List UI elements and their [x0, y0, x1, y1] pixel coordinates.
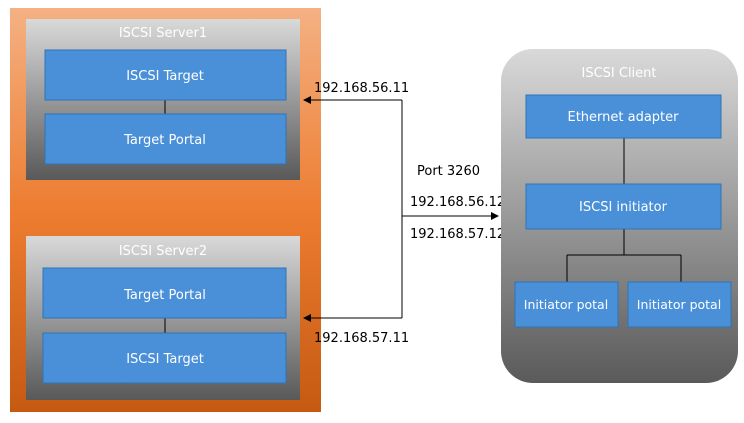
server1-ip-label: 192.168.56.11: [314, 81, 409, 96]
client-title: ISCSI Client: [581, 66, 656, 81]
ethernet-adapter-label: Ethernet adapter: [567, 110, 679, 125]
server2-ip-label: 192.168.57.11: [314, 331, 409, 346]
server2-iscsi-target-label: ISCSI Target: [126, 352, 204, 367]
iscsi-server2: ISCSI Server2 Target Portal ISCSI Target: [26, 236, 300, 400]
server2-title: ISCSI Server2: [119, 244, 207, 259]
server1-target-portal-box: [44, 113, 287, 165]
server2-iscsi-target-box: [42, 332, 287, 384]
server2-target-portal-label: Target Portal: [123, 288, 206, 303]
server1-iscsi-target-label: ISCSI Target: [126, 69, 204, 84]
client-ip1-label: 192.168.56.12: [410, 195, 505, 210]
server1-title: ISCSI Server1: [119, 26, 207, 41]
initiator-portal-right-label: Initiator potal: [637, 297, 721, 312]
ethernet-adapter-box: [525, 94, 722, 139]
initiator-portal-left-box: [514, 281, 619, 328]
server2-target-portal-box: [42, 267, 287, 319]
iscsi-client: ISCSI Client Ethernet adapter ISCSI init…: [501, 49, 738, 383]
client-ip2-label: 192.168.57.12: [410, 227, 505, 242]
server1-iscsi-target-box: [44, 49, 287, 101]
initiator-portal-left-label: Initiator potal: [524, 297, 608, 312]
port-label: Port 3260: [417, 164, 480, 179]
initiator-portal-right-box: [627, 281, 732, 328]
server1-target-portal-label: Target Portal: [123, 133, 206, 148]
iscsi-initiator-label: ISCSI initiator: [579, 200, 668, 215]
iscsi-server1: ISCSI Server1 ISCSI Target Target Portal: [26, 19, 300, 180]
iscsi-initiator-box: [525, 183, 722, 230]
network-links: 192.168.56.11 192.168.57.11 Port 3260 19…: [303, 81, 505, 346]
